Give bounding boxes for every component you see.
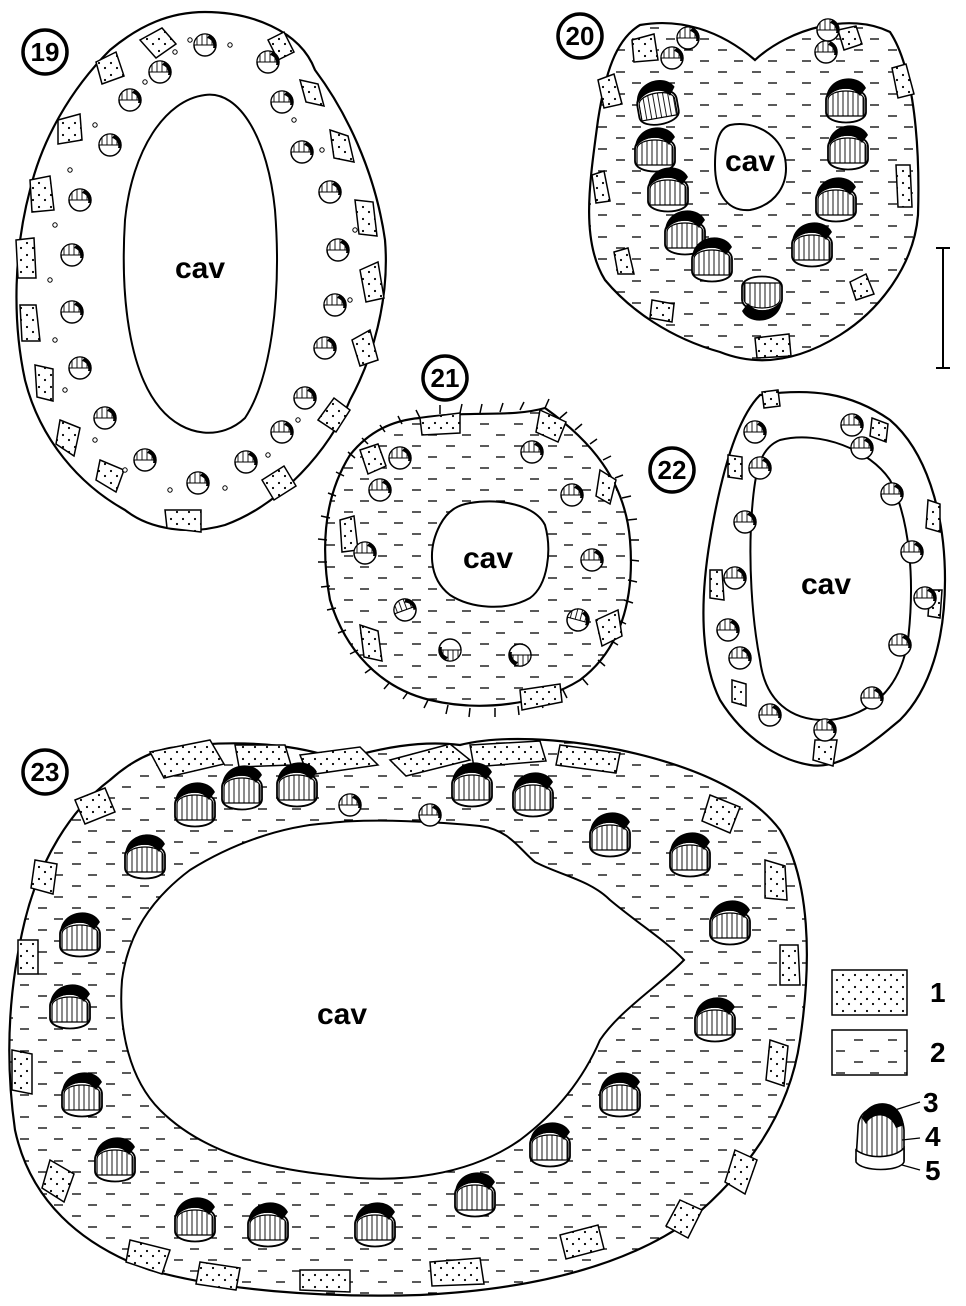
legend-swatch-dashed — [832, 1030, 907, 1075]
legend-label-5: 5 — [925, 1155, 941, 1186]
figure-19-number: 19 — [31, 37, 60, 67]
legend-swatch-stippled — [832, 970, 907, 1015]
scale-bar — [936, 248, 950, 368]
figure-21-number: 21 — [431, 363, 460, 393]
figure-20: 20 cav — [558, 14, 918, 360]
figure-23: 23 cav — [9, 739, 807, 1296]
figure-23-number: 23 — [31, 757, 60, 787]
legend-label-1: 1 — [930, 977, 946, 1008]
figure-23-cavity-label: cav — [317, 998, 367, 1031]
figure-20-cavity-label: cav — [725, 145, 775, 178]
figure-22: 22 cav — [650, 390, 945, 766]
figure-22-cavity-label: cav — [801, 568, 851, 601]
figure-19-cavity-label: cav — [175, 252, 225, 285]
figure-20-number: 20 — [566, 21, 595, 51]
legend-bundle-symbol — [856, 1102, 920, 1170]
legend-label-4: 4 — [925, 1121, 941, 1152]
figure-21-cavity-label: cav — [463, 542, 513, 575]
figure-21: 21 cav — [318, 356, 639, 717]
figure-22-number: 22 — [658, 455, 687, 485]
figure-19: 19 cav — [16, 12, 386, 532]
legend-label-3: 3 — [923, 1087, 939, 1118]
legend-label-2: 2 — [930, 1037, 946, 1068]
legend: 1 2 3 4 5 — [832, 970, 946, 1186]
